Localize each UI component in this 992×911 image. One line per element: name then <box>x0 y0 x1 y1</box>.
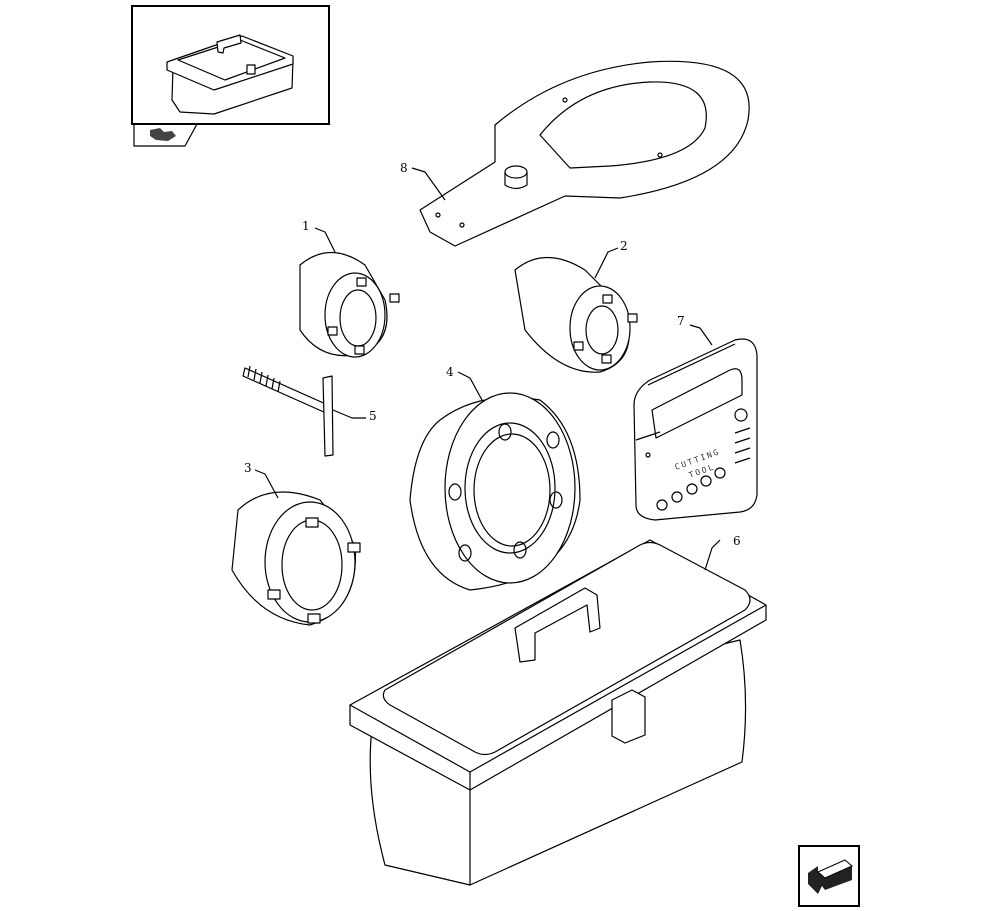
next-page-button[interactable] <box>798 845 860 907</box>
callout-3[interactable]: 3 <box>244 461 252 475</box>
callout-2[interactable]: 2 <box>620 239 628 253</box>
callout-7[interactable]: 7 <box>677 314 685 328</box>
callout-8[interactable]: 8 <box>400 161 408 175</box>
part-2-wrench: 2 <box>514 239 638 373</box>
next-arrow-icon <box>808 859 853 894</box>
callout-1[interactable]: 1 <box>302 219 310 233</box>
part-3-wrench: 3 <box>231 461 361 626</box>
callout-6[interactable]: 6 <box>733 534 741 548</box>
callout-5[interactable]: 5 <box>369 409 377 423</box>
part-1-wrench: 1 <box>299 219 400 358</box>
part-7-cutting-tool: CUTTING TOOL 7 <box>633 314 758 521</box>
thumbnail-frame[interactable] <box>131 5 330 147</box>
part-8-plate-wrench: 8 <box>400 60 750 247</box>
callout-4[interactable]: 4 <box>446 365 454 379</box>
part-4-flange: 4 <box>409 365 581 591</box>
part-6-toolbox: 6 <box>349 534 767 886</box>
part-5-t-handle: 5 <box>242 365 377 457</box>
prev-arrow-icon[interactable] <box>150 128 176 141</box>
toolbox-thumbnail <box>166 34 294 115</box>
